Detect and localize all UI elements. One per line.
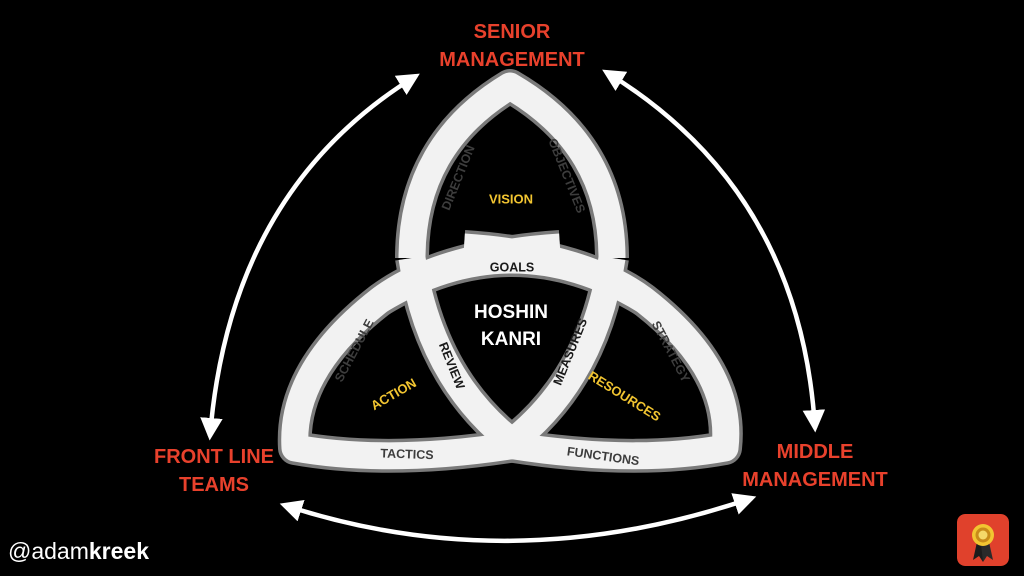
arrow-front-middle <box>279 493 757 544</box>
middle-management-label: MIDDLE MANAGEMENT <box>742 441 888 491</box>
svg-text:HOSHIN: HOSHIN <box>474 302 548 323</box>
medal-ribbon-icon <box>957 514 1009 566</box>
handle-bold: kreek <box>88 538 150 564</box>
svg-text:KANRI: KANRI <box>481 329 541 350</box>
weave-top-band <box>373 246 651 312</box>
handle-prefix: @adam <box>8 538 89 564</box>
arrow-senior-front <box>200 73 420 441</box>
inner-label-vision: VISION <box>489 191 533 206</box>
front-line-teams-label: FRONT LINE TEAMS <box>154 446 274 496</box>
svg-text:MIDDLE: MIDDLE <box>777 441 854 463</box>
band-label-tactics: TACTICS <box>380 446 434 462</box>
lobe-top-band <box>398 72 626 259</box>
svg-text:TEAMS: TEAMS <box>179 474 249 496</box>
inner-label-action: ACTION <box>368 375 419 413</box>
svg-text:MANAGEMENT: MANAGEMENT <box>439 49 585 71</box>
svg-text:FRONT LINE: FRONT LINE <box>154 446 274 468</box>
author-handle: @adamkreek <box>8 538 149 565</box>
senior-management-label: SENIOR MANAGEMENT <box>439 21 585 71</box>
band-label-goals: GOALS <box>490 260 534 274</box>
svg-text:SENIOR: SENIOR <box>474 21 551 43</box>
inner-label-resources: RESOURCES <box>586 368 664 425</box>
center-hoshin-kanri-label: HOSHIN KANRI <box>474 302 548 350</box>
svg-text:MANAGEMENT: MANAGEMENT <box>742 469 888 491</box>
arrow-senior-middle <box>602 69 826 433</box>
triquetra-knot <box>277 69 743 473</box>
